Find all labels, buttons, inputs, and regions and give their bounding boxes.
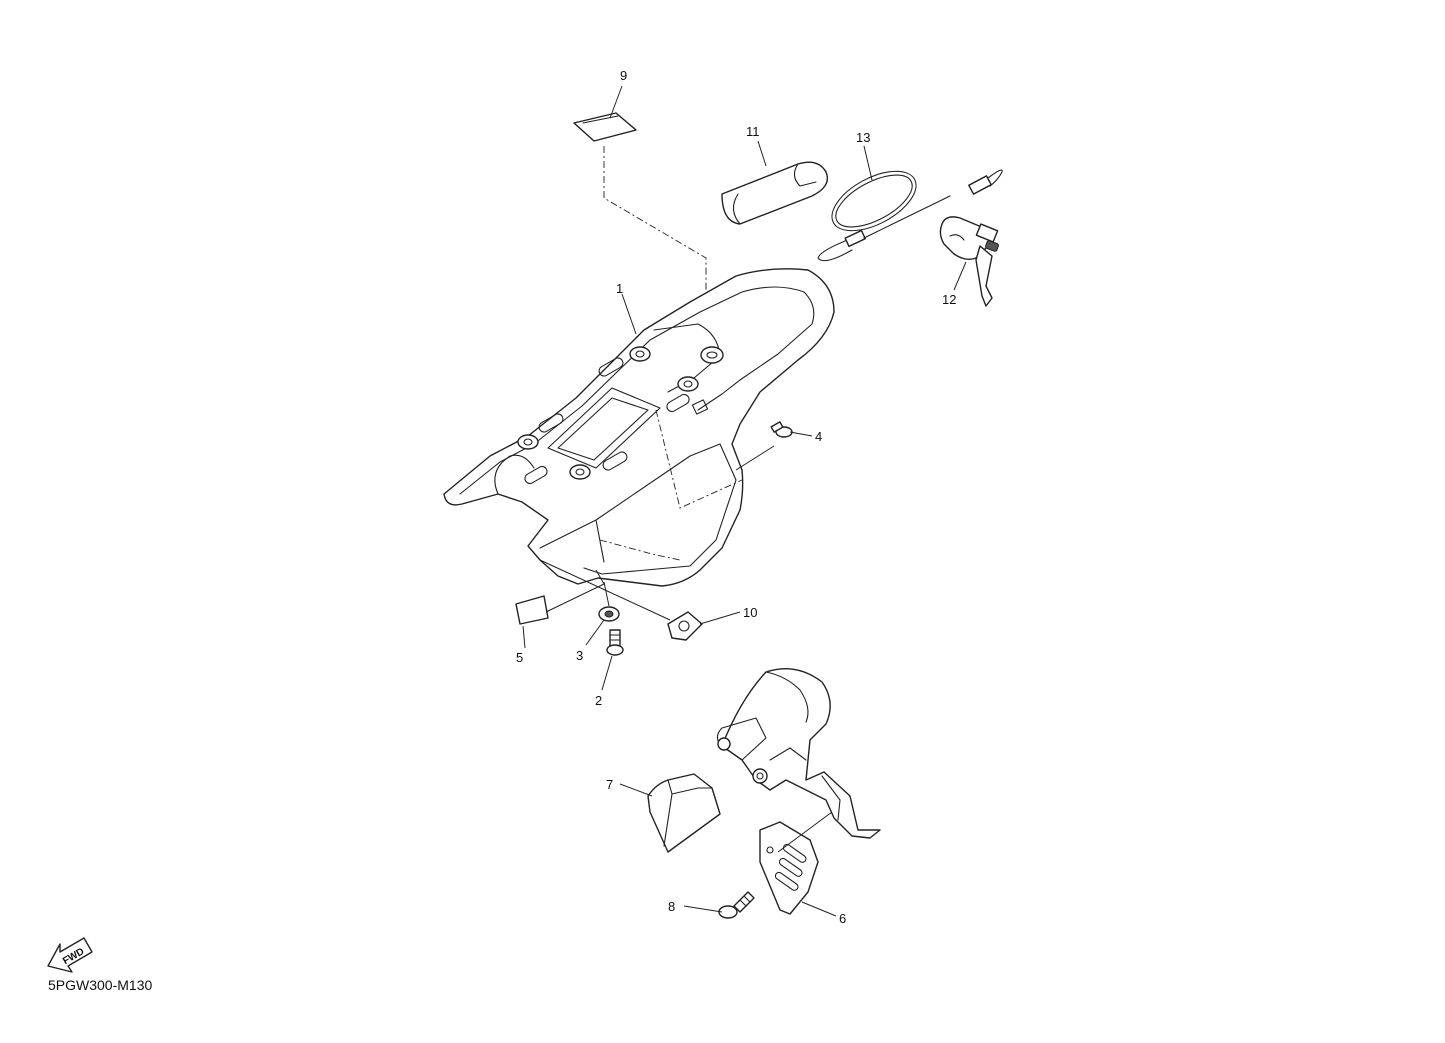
leader-lines <box>522 85 967 917</box>
part-2-bolt <box>606 629 624 656</box>
callout-5: 5 <box>516 650 523 665</box>
guide-line-9 <box>603 146 707 318</box>
callout-1: 1 <box>616 281 623 296</box>
part-11-tool-pouch <box>721 161 829 225</box>
fwd-arrow-icon: FWD <box>47 937 93 973</box>
part-13-cable-wire <box>817 169 1003 262</box>
callout-labels: 9 11 13 12 1 4 5 3 2 10 7 8 6 <box>516 68 956 926</box>
guide-line-10 <box>539 559 671 621</box>
part-5-pad <box>515 595 549 625</box>
part-4-screw <box>770 421 793 438</box>
part-3-washer <box>598 606 620 622</box>
callout-12: 12 <box>942 292 956 307</box>
guide-line-6 <box>777 811 833 853</box>
callout-6: 6 <box>839 911 846 926</box>
callout-3: 3 <box>576 648 583 663</box>
part-6-slotted-guard <box>759 821 819 915</box>
diagram-code: 5PGW300-M130 <box>48 977 153 993</box>
guide-line-3 <box>603 581 610 607</box>
part-9-label-sticker <box>573 112 637 142</box>
part-1-rear-fender <box>443 268 835 587</box>
callout-9: 9 <box>620 68 627 83</box>
part-7-heel-guard <box>647 773 721 853</box>
callout-7: 7 <box>606 777 613 792</box>
callout-2: 2 <box>595 693 602 708</box>
callout-13: 13 <box>856 130 870 145</box>
callout-8: 8 <box>668 899 675 914</box>
callout-11: 11 <box>746 124 760 139</box>
callout-10: 10 <box>743 605 757 620</box>
frame-section <box>716 668 881 839</box>
part-10-nut-plate <box>667 611 703 641</box>
part-12-lock-with-keys <box>939 216 999 307</box>
part-8-screw <box>718 891 755 919</box>
callout-4: 4 <box>815 429 822 444</box>
